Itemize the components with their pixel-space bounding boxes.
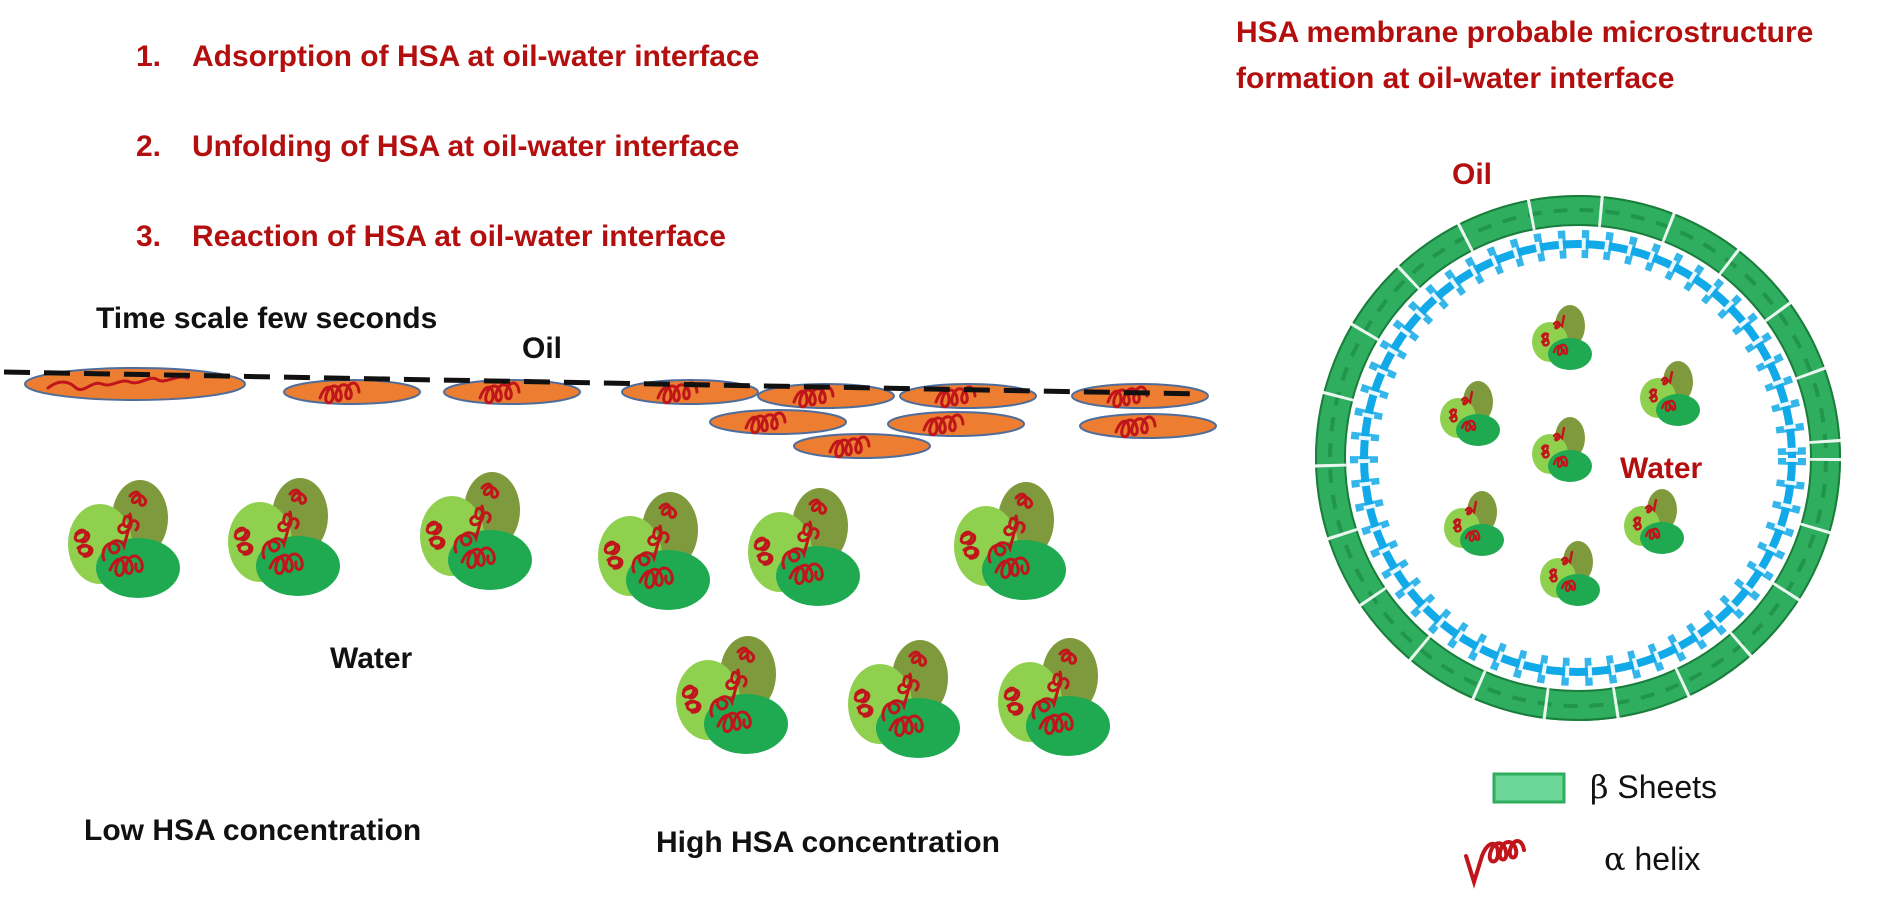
- step-2: 2. Unfolding of HSA at oil-water interfac…: [136, 130, 739, 164]
- left-water-label: Water: [330, 642, 413, 675]
- protein-2: [226, 476, 342, 598]
- legend-beta: β Sheets: [1590, 768, 1717, 806]
- step-2-text: Unfolding of HSA at oil-water interface: [192, 130, 740, 163]
- step-3: 3. Reaction of HSA at oil-water interface: [136, 220, 726, 254]
- beta-symbol: β: [1590, 768, 1609, 806]
- protein-7: [674, 634, 790, 756]
- interface-discs: [24, 367, 1218, 460]
- disc-1: [24, 367, 246, 401]
- interior-protein-4: [1530, 415, 1594, 484]
- protein-4: [596, 490, 712, 612]
- disc-9: [886, 410, 1026, 438]
- interior-protein-5: [1442, 489, 1506, 558]
- protein-3: [418, 470, 534, 592]
- disc-10: [1078, 412, 1218, 440]
- disc-11: [792, 432, 932, 460]
- interior-protein-3: [1638, 359, 1702, 428]
- interior-protein-2: [1438, 379, 1502, 448]
- right-water-label: Water: [1620, 452, 1703, 485]
- step-1-number: 1.: [136, 40, 162, 73]
- alpha-label: helix: [1634, 841, 1701, 877]
- alpha-symbol: α: [1604, 840, 1626, 878]
- step-1-text: Adsorption of HSA at oil-water interface: [192, 40, 760, 73]
- left-oil-label: Oil: [522, 332, 563, 365]
- high-concentration-label: High HSA concentration: [656, 826, 1000, 859]
- interior-protein-6: [1622, 487, 1686, 556]
- step-3-text: Reaction of HSA at oil-water interface: [192, 220, 726, 253]
- interior-protein-1: [1530, 303, 1594, 372]
- beta-label: Sheets: [1617, 769, 1718, 805]
- protein-1: [66, 478, 182, 600]
- step-1: 1. Adsorption of HSA at oil-water interfa…: [136, 40, 759, 74]
- right-title-line-1: HSA membrane probable microstructure: [1236, 16, 1814, 49]
- protein-8: [846, 638, 962, 760]
- right-title-line-2: formation at oil-water interface: [1236, 62, 1675, 95]
- hsa-proteins: [66, 470, 1112, 760]
- disc-2: [282, 378, 422, 406]
- right-oil-label: Oil: [1452, 158, 1493, 191]
- disc-3: [442, 378, 582, 406]
- low-concentration-label: Low HSA concentration: [84, 814, 422, 847]
- step-2-number: 2.: [136, 130, 162, 163]
- disc-8: [708, 408, 848, 436]
- beta-sheet-icon: [1492, 772, 1566, 804]
- time-scale-label: Time scale few seconds: [96, 302, 438, 335]
- protein-6: [952, 480, 1068, 602]
- alpha-helix-icon: [1464, 839, 1526, 889]
- membrane-ring: [1314, 194, 1842, 722]
- legend-alpha: α helix: [1604, 840, 1700, 878]
- interior-protein-7: [1538, 539, 1602, 608]
- step-3-number: 3.: [136, 220, 162, 253]
- protein-5: [746, 486, 862, 608]
- protein-9: [996, 636, 1112, 758]
